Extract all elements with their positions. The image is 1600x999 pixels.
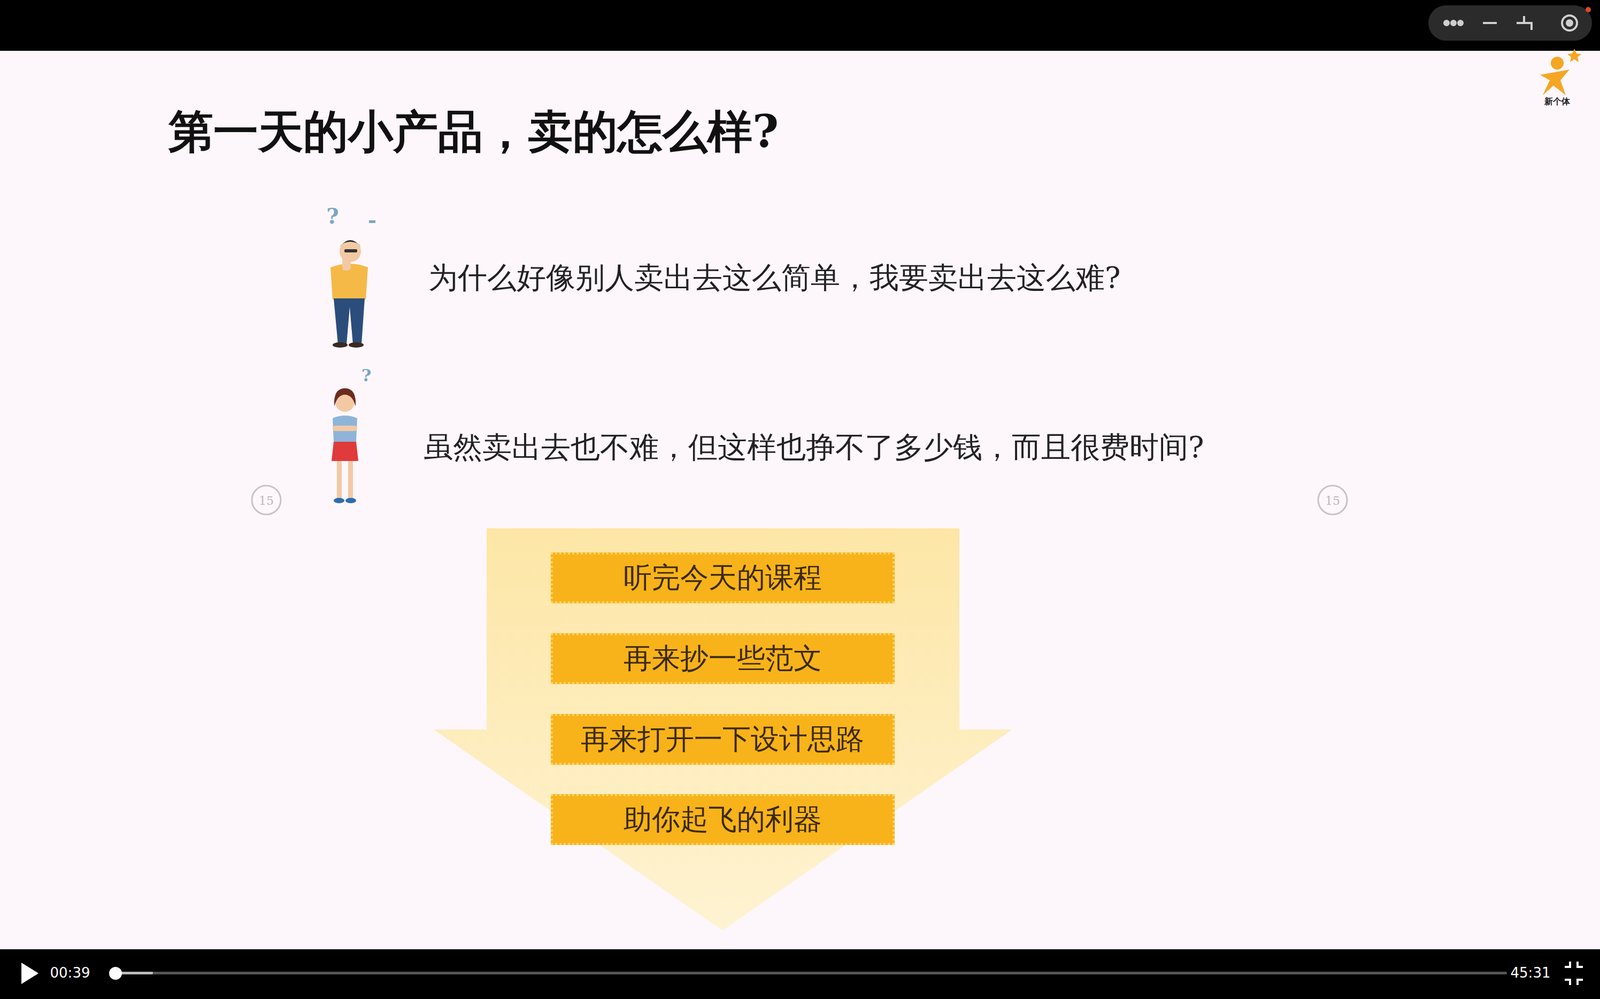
step-text: 再来抄一些范文 [623, 641, 822, 676]
question-mark: ? [326, 203, 339, 229]
elapsed-time: 00:39 [50, 964, 91, 982]
replay-seconds: 15 [258, 494, 274, 509]
step-box: 再来抄一些范文 [550, 633, 895, 684]
question-mark: ? [361, 365, 372, 386]
player-controls [21, 961, 1583, 986]
question-text: 为什么好像别人卖出去这么简单，我要卖出去这么难? [428, 259, 1121, 296]
controls-pill [1428, 5, 1592, 41]
logo-text: 新个体 [1544, 96, 1571, 107]
step-box: 助你起飞的利器 [550, 794, 895, 845]
flow-arrow [433, 528, 1013, 931]
question-text: 虽然卖出去也不难，但这样也挣不了多少钱，而且很费时间? [423, 429, 1205, 465]
slide-title: 第一天的小产品，卖的怎么样? [168, 104, 779, 159]
thinking-man [330, 220, 376, 348]
step-box: 再来打开一下设计思路 [550, 713, 895, 765]
window-icons [1444, 15, 1578, 31]
replay-seconds: 15 [1325, 494, 1341, 509]
total-time: 45:31 [1510, 964, 1551, 982]
thinking-woman [331, 388, 359, 504]
step-text: 助你起飞的利器 [623, 802, 822, 837]
replay-icons [251, 485, 1348, 515]
step-text: 再来打开一下设计思路 [580, 721, 865, 757]
record-dot [1585, 6, 1591, 13]
step-box: 听完今天的课程 [550, 552, 895, 604]
bottom-bar [0, 949, 1600, 999]
step-text: 听完今天的课程 [623, 560, 822, 595]
logo [1540, 48, 1582, 96]
top-bar [0, 0, 1600, 51]
